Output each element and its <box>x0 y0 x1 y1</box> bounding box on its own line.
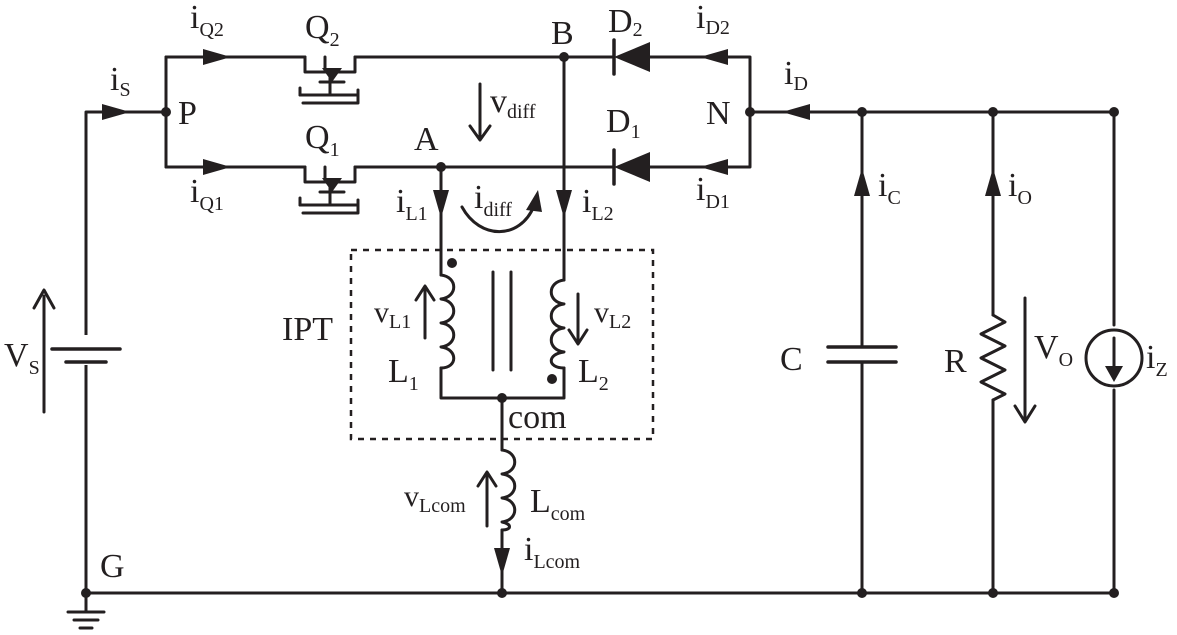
l2-polarity-dot <box>547 374 557 384</box>
junction-r-bottom <box>988 588 998 598</box>
l1-coil <box>439 273 456 370</box>
junction-dots <box>81 52 1119 598</box>
label-com: com <box>508 399 567 436</box>
junction-z-bottom <box>1109 588 1119 598</box>
label-id1: iD1 <box>696 171 730 213</box>
label-il1: iL1 <box>396 183 428 225</box>
junction-z-top <box>1109 107 1119 117</box>
junction-lcom-bottom <box>497 588 507 598</box>
io-arrow <box>985 168 1001 196</box>
current-source-iz <box>1084 328 1144 388</box>
label-ic: iC <box>878 167 901 209</box>
label-l1: L1 <box>388 353 419 395</box>
l2-coil <box>549 278 566 370</box>
diode-d2 <box>612 38 650 76</box>
label-lcom: Lcom <box>530 483 586 525</box>
ipt-transformer <box>349 248 655 441</box>
label-c: C <box>780 341 803 378</box>
dc-source-vs <box>50 335 122 365</box>
l1-polarity-dot <box>447 258 457 268</box>
d1-wire <box>648 110 752 169</box>
label-ipt: IPT <box>282 311 333 348</box>
il1-arrow <box>433 190 449 218</box>
idiff-arrow-head <box>526 190 542 212</box>
d2-wire <box>648 55 752 114</box>
label-l2: L2 <box>578 353 609 395</box>
label-is: iS <box>110 61 131 101</box>
label-idiff: idiff <box>474 179 512 221</box>
output-top-rail <box>748 110 1116 327</box>
q2-diode-arrow <box>322 68 342 82</box>
label-q1: Q1 <box>305 119 340 161</box>
label-b: B <box>551 15 574 52</box>
junction-r-top <box>988 107 998 117</box>
label-p: P <box>178 95 197 132</box>
label-vl1: vL1 <box>374 296 411 333</box>
junction-p <box>161 107 171 117</box>
voltage-arrows <box>32 82 1037 528</box>
junction-b <box>559 52 569 62</box>
vo-arrow-head <box>1013 404 1037 424</box>
ic-arrow <box>854 168 870 196</box>
label-il2: iL2 <box>582 183 614 225</box>
diode-d1 <box>612 148 650 186</box>
junction-c-top <box>857 107 867 117</box>
label-vo: VO <box>1034 329 1073 371</box>
label-vlcom: vLcom <box>404 480 466 517</box>
source-wire <box>84 110 168 595</box>
label-io: iO <box>1008 167 1032 209</box>
vl1-arrow-head <box>414 284 436 302</box>
iq1-arrow <box>203 159 231 175</box>
junction-com <box>497 393 507 403</box>
label-g: G <box>100 548 125 585</box>
il2-arrow <box>556 190 572 218</box>
iq2-arrow <box>203 49 231 65</box>
labels: iS iQ2 iQ1 Q2 Q1 P A B N G D2 D1 iD2 iD1… <box>4 0 1168 585</box>
label-d1: D1 <box>606 103 641 143</box>
ground-rail <box>84 388 1116 595</box>
label-d2: D2 <box>608 3 643 41</box>
label-vs: VS <box>4 337 40 379</box>
junction-n <box>745 107 755 117</box>
ground-symbol <box>66 591 106 630</box>
mosfet-q1 <box>298 165 360 215</box>
lcom-coil <box>500 448 517 532</box>
capacitor-c <box>826 345 898 364</box>
label-iq2: iQ2 <box>190 0 224 41</box>
label-n: N <box>706 95 731 132</box>
vs-arrow-head <box>32 288 56 310</box>
label-iz: iZ <box>1146 339 1168 381</box>
vl2-arrow-head <box>567 328 589 346</box>
ilcom-arrow <box>494 548 510 576</box>
current-arrows <box>102 49 1001 576</box>
label-r: R <box>944 343 967 380</box>
mosfet-q2 <box>298 55 360 105</box>
resistor-r <box>979 313 1007 402</box>
label-q2: Q2 <box>305 9 340 51</box>
label-a: A <box>414 121 439 158</box>
ipt-dashed-box <box>349 248 655 441</box>
id2-arrow <box>700 49 728 65</box>
q1-diode-arrow <box>322 178 342 192</box>
label-iq1: iQ1 <box>190 173 224 215</box>
label-ilcom: iLcom <box>524 531 581 573</box>
is-arrow <box>102 104 130 120</box>
vdiff-arrow-head <box>468 124 492 142</box>
junction-c-bottom <box>857 588 867 598</box>
label-id: iD <box>784 55 808 95</box>
id-arrow <box>782 104 810 120</box>
vlcom-arrow-head <box>476 470 498 488</box>
junction-a <box>436 162 446 172</box>
label-id2: iD2 <box>696 0 730 39</box>
label-vdiff: vdiff <box>490 83 536 123</box>
label-vl2: vL2 <box>594 296 631 333</box>
id1-arrow <box>700 159 728 175</box>
idiff-curve <box>460 204 536 233</box>
